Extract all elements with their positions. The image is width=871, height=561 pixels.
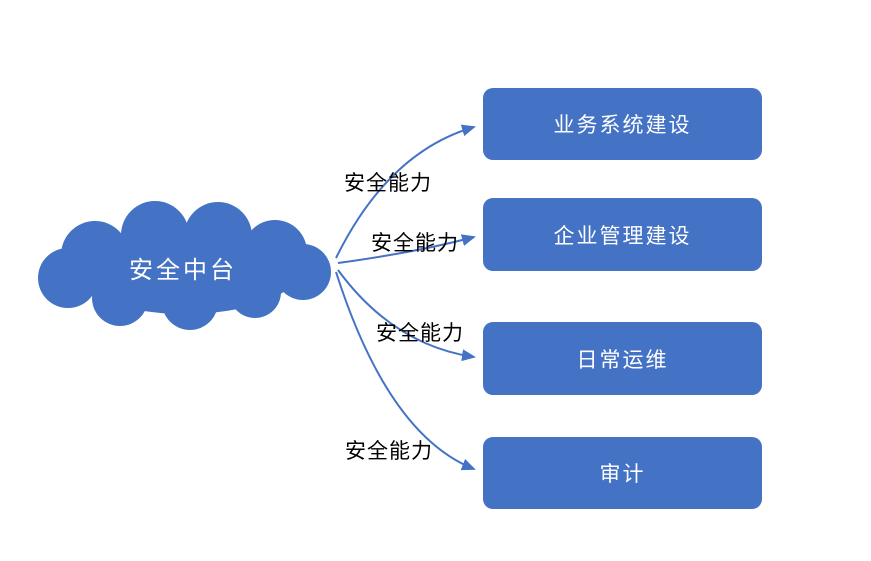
node-enterprise-management: 企业管理建设 <box>483 198 762 271</box>
node-audit: 审计 <box>483 437 762 509</box>
node-label: 日常运维 <box>576 348 669 372</box>
node-label: 审计 <box>599 463 646 486</box>
cloud-node-label: 安全中台 <box>129 257 237 284</box>
edge-label: 安全能力 <box>345 440 433 463</box>
node-label: 业务系统建设 <box>553 114 692 137</box>
edge-label: 安全能力 <box>371 232 459 255</box>
connector-arrow-3 <box>337 269 476 362</box>
edge-label: 安全能力 <box>376 322 464 345</box>
node-business-system: 业务系统建设 <box>483 88 762 160</box>
connector-arrow-1 <box>335 124 476 259</box>
connector-arrow-4 <box>335 271 476 471</box>
cloud-shape <box>38 201 331 330</box>
node-daily-operations: 日常运维 <box>483 322 762 395</box>
connector-arrow-2 <box>337 234 476 264</box>
node-label: 企业管理建设 <box>553 224 692 248</box>
edge-label: 安全能力 <box>344 172 432 195</box>
